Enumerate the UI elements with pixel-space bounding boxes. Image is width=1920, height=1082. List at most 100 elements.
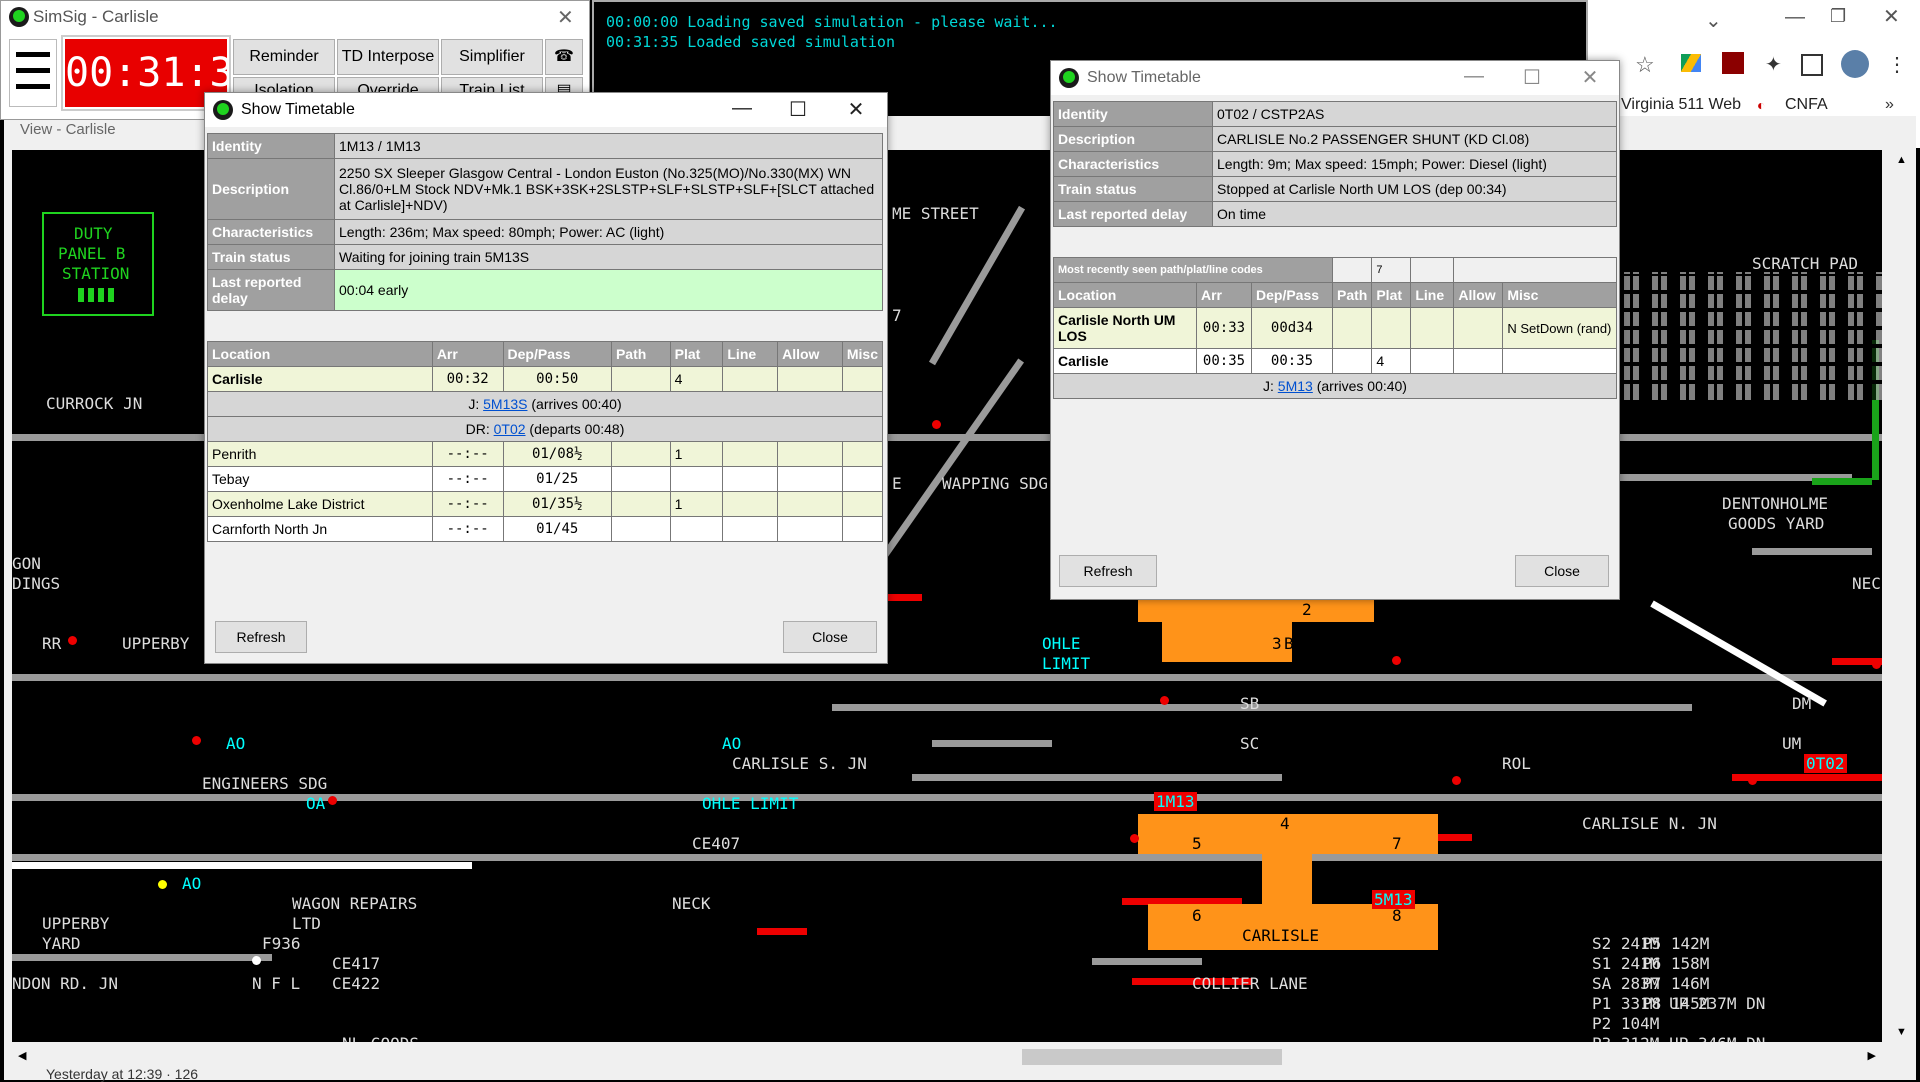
extension-icon[interactable] <box>1722 52 1744 74</box>
close-icon[interactable]: ✕ <box>847 99 865 121</box>
close-icon[interactable]: ✕ <box>1883 6 1900 28</box>
column-header[interactable]: Arr <box>1196 282 1252 308</box>
close-button[interactable]: Close <box>1515 555 1609 587</box>
signal-icon[interactable] <box>1130 834 1139 843</box>
column-header[interactable]: Location <box>1053 282 1197 308</box>
dialog-titlebar[interactable]: Show Timetable — ☐ ✕ <box>1051 61 1619 95</box>
avatar[interactable] <box>1841 50 1869 78</box>
platform-number: 6 <box>1192 906 1202 925</box>
column-header[interactable]: Arr <box>431 341 504 367</box>
signal-icon[interactable] <box>328 796 337 805</box>
column-header[interactable]: Allow <box>777 341 843 367</box>
bookmarks-more-icon[interactable]: » <box>1885 96 1894 113</box>
close-button[interactable]: Close <box>783 621 877 653</box>
dialog-titlebar[interactable]: Show Timetable — ☐ ✕ <box>205 93 887 127</box>
star-icon[interactable]: ☆ <box>1635 52 1655 77</box>
stat-line: P5 142M <box>1642 934 1710 953</box>
platform-number: 4 <box>1280 814 1290 833</box>
bookmark-cnfa[interactable]: CNFA <box>1785 96 1828 113</box>
chevron-down-icon[interactable]: ⌄ <box>1705 10 1722 32</box>
signal-icon[interactable] <box>1452 776 1461 785</box>
restore-icon[interactable]: ❐ <box>1830 6 1847 26</box>
column-header[interactable]: Line <box>722 341 779 367</box>
dr-train-link[interactable]: 0T02 <box>493 421 526 437</box>
signal-icon[interactable] <box>1392 656 1401 665</box>
location-label: ENGINEERS SDG <box>202 774 328 793</box>
signal-icon[interactable] <box>158 880 167 889</box>
scrollbar-thumb[interactable] <box>1022 1049 1282 1065</box>
minimize-icon[interactable]: — <box>1785 6 1805 28</box>
stat-line: P8 145M <box>1642 994 1710 1013</box>
minimize-icon[interactable]: — <box>732 97 752 119</box>
telephone-button[interactable]: ☎ <box>545 39 583 75</box>
platform-5-7 <box>1138 814 1438 854</box>
signal-icon[interactable] <box>192 736 201 745</box>
table-row[interactable]: Carnforth North Jn --:-- 01/45 <box>207 516 884 542</box>
column-header[interactable]: Path <box>1331 282 1373 308</box>
table-row[interactable]: Carlisle 00:35 00:35 4 <box>1053 348 1617 374</box>
duty-label: STATION <box>62 264 130 283</box>
minimize-icon[interactable]: — <box>1464 65 1484 87</box>
refresh-button[interactable]: Refresh <box>215 621 307 653</box>
column-header[interactable]: Misc <box>841 341 884 367</box>
column-header[interactable]: Path <box>610 341 671 367</box>
simplifier-button[interactable]: Simplifier <box>441 39 543 75</box>
more-icon[interactable]: ⋮ <box>1887 54 1907 76</box>
column-header[interactable]: Misc <box>1502 282 1617 308</box>
field-label: Characteristics <box>1053 151 1213 177</box>
berth-1m13[interactable]: 1M13 <box>1154 792 1197 811</box>
menu-button[interactable] <box>9 39 57 107</box>
vertical-scrollbar[interactable]: ▲ ▼ <box>1890 150 1912 1042</box>
bookmark-virginia[interactable]: Virginia 511 Web <box>1621 96 1742 113</box>
scroll-down-icon[interactable]: ▼ <box>1896 1026 1907 1038</box>
close-icon[interactable]: ✕ <box>1581 67 1599 89</box>
signal-icon[interactable] <box>1160 696 1169 705</box>
sim-clock[interactable]: 00:31:35 <box>61 35 258 111</box>
join-train-link[interactable]: 5M13 <box>1277 378 1313 394</box>
location-label: GON <box>12 554 41 573</box>
signal-icon[interactable] <box>1748 776 1757 785</box>
scroll-right-icon[interactable]: ▶ <box>1867 1050 1876 1062</box>
puzzle-icon[interactable]: ✦ <box>1765 54 1782 76</box>
console-line: 00:31:35 Loaded saved simulation <box>606 33 895 51</box>
column-header[interactable]: Plat <box>669 341 724 367</box>
column-header[interactable]: Location <box>207 341 433 367</box>
sidepanel-icon[interactable] <box>1801 54 1823 76</box>
berth-0t02[interactable]: 0T02 <box>1804 754 1847 773</box>
table-row[interactable]: Tebay --:-- 01/25 <box>207 466 884 492</box>
ohle-label: OHLE <box>1042 634 1081 653</box>
horizontal-scrollbar[interactable]: ◀ ▶ <box>12 1046 1882 1068</box>
stat-line: S1 241M <box>1592 954 1660 973</box>
drive-icon[interactable] <box>1681 54 1701 72</box>
browser-status: Yesterday at 12:39 · 126 <box>46 1066 199 1082</box>
scroll-left-icon[interactable]: ◀ <box>18 1050 27 1062</box>
join-train-link[interactable]: 5M13S <box>483 396 528 412</box>
scroll-up-icon[interactable]: ▲ <box>1896 154 1907 166</box>
berth-5m13[interactable]: 5M13 <box>1372 890 1415 909</box>
table-row[interactable]: Carlisle 00:32 00:50 4 <box>207 366 884 392</box>
plat-cell: 4 <box>1371 348 1412 374</box>
column-header[interactable]: Allow <box>1453 282 1504 308</box>
field-label: Last reported delay <box>207 269 335 311</box>
table-row[interactable]: Oxenholme Lake District --:-- 01/35½ 1 <box>207 491 884 517</box>
signal-icon[interactable] <box>68 636 77 645</box>
table-row[interactable]: Carlisle North UM LOS 00:33 00d34 N SetD… <box>1053 307 1617 349</box>
signal-icon[interactable] <box>1872 660 1881 669</box>
close-icon[interactable]: ✕ <box>557 7 574 29</box>
column-header[interactable]: Plat <box>1371 282 1412 308</box>
signal-icon[interactable] <box>252 956 261 965</box>
column-header[interactable]: Dep/Pass <box>1251 282 1333 308</box>
column-header[interactable]: Line <box>1410 282 1455 308</box>
arr-cell: --:-- <box>431 466 504 492</box>
column-header[interactable]: Dep/Pass <box>502 341 612 367</box>
signal-icon[interactable] <box>932 420 941 429</box>
td-interpose-button[interactable]: TD Interpose <box>337 39 439 75</box>
table-row[interactable]: Penrith --:-- 01/08½ 1 <box>207 441 884 467</box>
reminder-button[interactable]: Reminder <box>233 39 335 75</box>
maximize-icon[interactable]: ☐ <box>1523 67 1541 89</box>
arr-cell: --:-- <box>431 441 504 467</box>
refresh-button[interactable]: Refresh <box>1059 555 1157 587</box>
maximize-icon[interactable]: ☐ <box>789 99 807 121</box>
